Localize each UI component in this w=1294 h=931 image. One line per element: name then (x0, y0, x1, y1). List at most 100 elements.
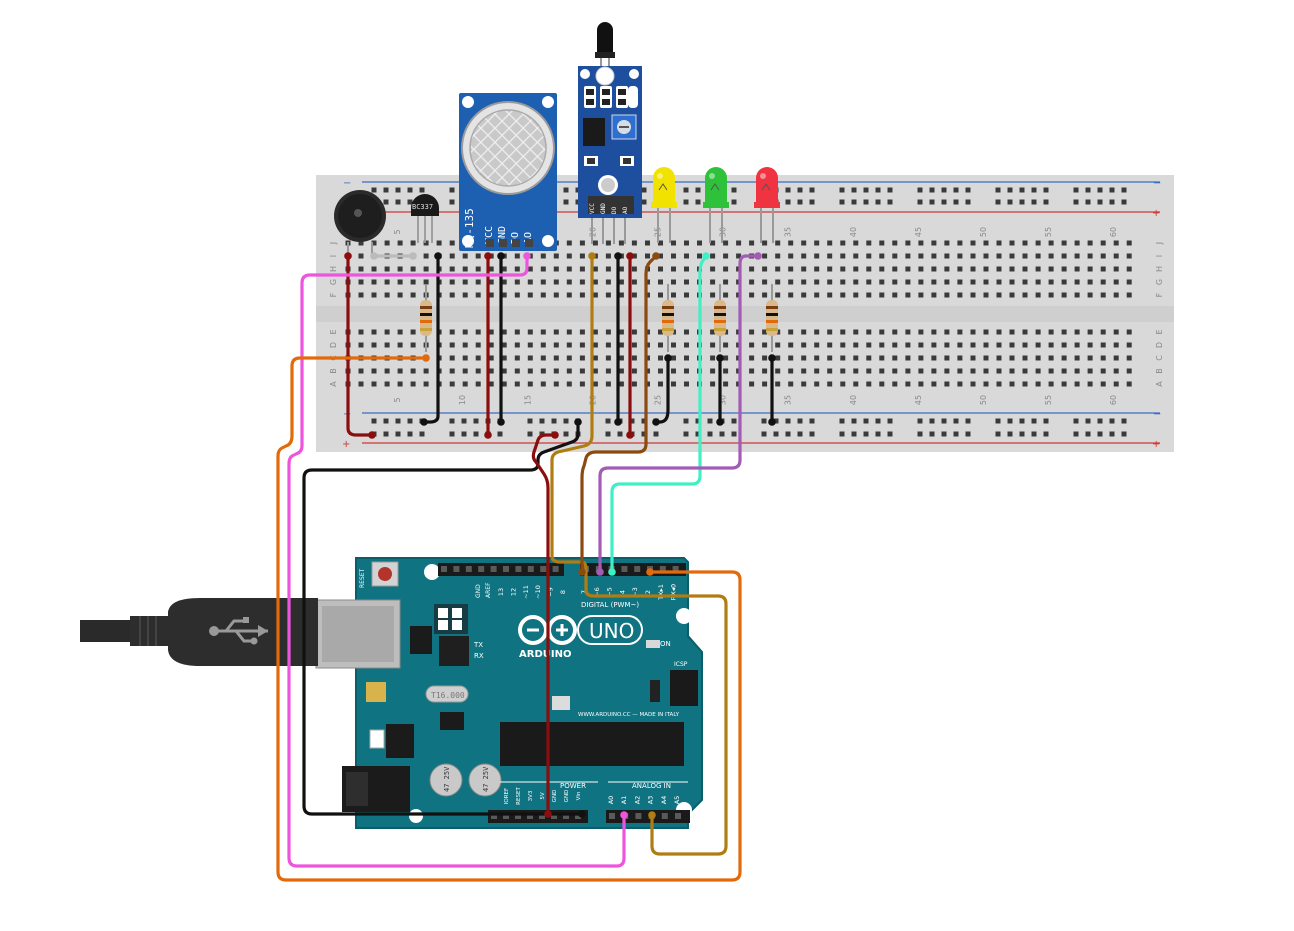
pin-socket[interactable] (441, 566, 447, 572)
row-letter-label: B (1155, 368, 1164, 374)
digital-pin-label: 4 (618, 590, 626, 594)
gas-sensor-pin (525, 239, 533, 247)
pin-socket[interactable] (563, 813, 569, 819)
buzzer[interactable] (334, 190, 386, 256)
digital-pin-label: 8 (559, 590, 567, 594)
wire-end (422, 354, 430, 362)
resistor[interactable] (662, 284, 674, 352)
pin-socket[interactable] (621, 566, 628, 572)
wire-end (768, 354, 776, 362)
gas-sensor-pin (486, 239, 494, 247)
wire-end (664, 354, 672, 362)
pin-socket[interactable] (453, 566, 460, 572)
atmega-chip (500, 722, 684, 766)
column-number-label: 55 (1044, 395, 1053, 405)
wire-end (702, 252, 710, 260)
gas-sensor-mq135[interactable]: MQ-135 VCC GND DO AO (459, 93, 557, 251)
row-letter-label: F (329, 292, 338, 297)
analog-pin-label: A1 (620, 796, 628, 805)
row-letter-label: C (1155, 355, 1164, 361)
pin-socket[interactable] (540, 566, 547, 572)
wire-end (551, 431, 559, 439)
wire-end (420, 418, 428, 426)
flame-sensor[interactable]: VCC GND DO AO (578, 22, 642, 244)
column-number-label: 55 (1044, 227, 1053, 237)
power-pin-label: 3V3 (528, 790, 534, 801)
icsp-header (670, 670, 698, 706)
wire-end (596, 568, 604, 576)
transistor[interactable]: BC337 (411, 194, 439, 243)
wire-black-led-gnd (654, 356, 670, 424)
wire-end (484, 252, 492, 260)
pin-socket[interactable] (539, 813, 545, 819)
wire-pink-mq-ao-to-a1 (287, 254, 626, 868)
url-label: WWW.ARDUINO.CC — MADE IN ITALY (578, 712, 680, 718)
row-letter-label: D (1155, 342, 1164, 348)
pin-socket[interactable] (659, 566, 666, 572)
gnd-label: GND (475, 584, 482, 598)
power-pin-label: Vin (576, 791, 582, 800)
pin-socket[interactable] (634, 566, 641, 572)
row-letter-label: E (1155, 329, 1164, 334)
pin-socket[interactable] (490, 566, 497, 572)
row-letter-label: I (1155, 255, 1164, 257)
flame-sensor-pin-label: DO (611, 206, 618, 214)
wire-end (578, 810, 586, 818)
pin-socket[interactable] (515, 813, 521, 819)
pin-socket[interactable] (503, 566, 509, 572)
column-number-label: 35 (784, 227, 793, 237)
row-letter-label: B (329, 368, 338, 374)
column-number-label: 50 (979, 395, 988, 405)
pin-socket[interactable] (672, 566, 679, 572)
wire-end (620, 811, 628, 819)
wire-purple-red-led-to-pin6 (598, 254, 760, 574)
wire-brown-yellow-led-to-pin7 (580, 254, 658, 574)
wire-end (608, 568, 616, 576)
pin-socket[interactable] (552, 566, 559, 572)
pin-socket[interactable] (515, 566, 522, 572)
icsp-label: ICSP (674, 661, 688, 668)
pin-socket[interactable] (527, 813, 533, 819)
column-number-label: 10 (458, 395, 467, 405)
wire-gold-flame-ao-to-a3 (550, 254, 728, 856)
arduino-uno[interactable]: RESET T16.000 47 25V 47 25V ICSP ON (315, 557, 703, 829)
row-letter-label: A (1155, 381, 1164, 387)
pin-socket[interactable] (609, 813, 615, 819)
pin-socket[interactable] (491, 813, 497, 819)
column-number-label: 50 (979, 227, 988, 237)
breadboard: − − + + − − + + 551010151520202525303035… (316, 175, 1174, 452)
resistor[interactable] (420, 284, 432, 352)
power-pin-label: GND (552, 790, 558, 803)
pin-socket[interactable] (478, 566, 485, 572)
pin-socket[interactable] (635, 813, 642, 819)
led-green[interactable] (703, 167, 729, 243)
analog-pin-label: A2 (633, 796, 641, 805)
reset-button-cap[interactable] (378, 567, 392, 581)
pin-socket[interactable] (503, 813, 509, 819)
digital-pin-label: ~9 (547, 587, 555, 597)
digital-pin-label: ~3 (631, 587, 639, 597)
transistor-label: BC337 (412, 203, 433, 211)
led-yellow[interactable] (651, 167, 677, 243)
pin-socket[interactable] (675, 813, 681, 819)
digital-pin-label: TX▸1 (657, 584, 665, 601)
resistor[interactable] (766, 284, 778, 352)
usb-cable (80, 598, 318, 666)
digital-pin-label: 2 (644, 590, 652, 594)
power-pin-label: GND (564, 790, 570, 803)
crystal-label: T16.000 (431, 691, 465, 700)
pin-socket[interactable] (527, 566, 534, 572)
pin-socket[interactable] (661, 813, 668, 819)
pin-socket[interactable] (465, 566, 472, 572)
analog-pin-label: A5 (673, 796, 681, 805)
mount-hole (409, 809, 423, 823)
pin-socket[interactable] (551, 813, 557, 819)
led-red[interactable] (754, 167, 780, 243)
wire-black-gnd-to-arduino (302, 420, 584, 816)
pin-socket[interactable] (575, 813, 581, 819)
wire-end (497, 418, 505, 426)
column-number-label: 60 (1109, 395, 1118, 405)
wire-end (768, 418, 776, 426)
resistor[interactable] (714, 284, 726, 352)
